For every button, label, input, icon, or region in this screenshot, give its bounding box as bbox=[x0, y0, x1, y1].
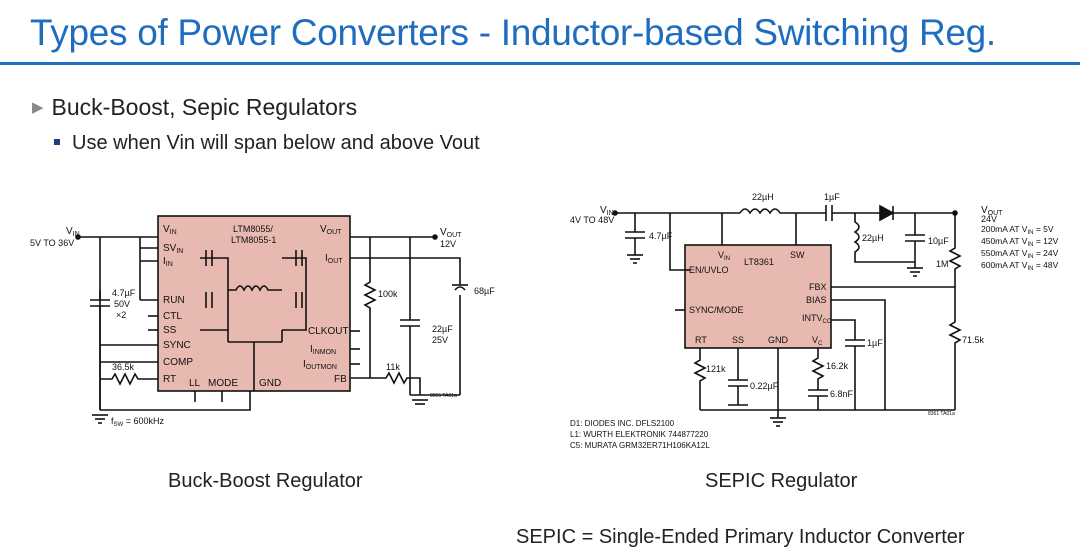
sp-load-4: 600mA AT VIN = 48V bbox=[981, 260, 1059, 272]
bb-r-fb-top: 100k bbox=[378, 289, 398, 299]
bb-pin-iin: IIN bbox=[163, 256, 173, 268]
bb-pin-svin: SVIN bbox=[163, 243, 183, 255]
sp-c-in: 4.7µF bbox=[649, 231, 673, 241]
sp-r-comp: 16.2k bbox=[826, 361, 849, 371]
sp-load-2: 450mA AT VIN = 12V bbox=[981, 236, 1059, 248]
sp-pin-vin: VIN bbox=[718, 250, 730, 262]
bb-pin-iout: IOUT bbox=[325, 253, 343, 265]
slide-title: Types of Power Converters - Inductor-bas… bbox=[30, 12, 996, 53]
sp-r-rt: 121k bbox=[706, 364, 726, 374]
sp-c-ss: 0.22µF bbox=[750, 381, 779, 391]
bb-chip-name-1: LTM8055/ bbox=[233, 224, 273, 234]
bullet-square-icon bbox=[54, 139, 60, 145]
bb-vout-value: 12V bbox=[440, 239, 456, 249]
bb-fsw: fSW = 600kHz bbox=[111, 416, 164, 428]
bb-cin-value: 4.7µF bbox=[112, 288, 136, 298]
sp-pin-gnd: GND bbox=[768, 335, 789, 345]
bb-pin-ss: SS bbox=[163, 325, 177, 336]
sp-pin-sync: SYNC/MODE bbox=[689, 305, 744, 315]
sp-fig-id: 8361 TA01a bbox=[928, 411, 955, 417]
sp-l2: 22µH bbox=[862, 233, 884, 243]
sp-pin-rt: RT bbox=[695, 335, 707, 345]
sp-vin-label: VIN bbox=[600, 205, 614, 217]
sp-c-comp: 6.8nF bbox=[830, 389, 854, 399]
bb-cin-voltage: 50V bbox=[114, 299, 130, 309]
sp-vin-range: 4V TO 48V bbox=[570, 215, 614, 225]
bb-pin-run: RUN bbox=[163, 295, 185, 306]
bb-cout-voltage: 25V bbox=[432, 335, 448, 345]
caption-sepic: SEPIC Regulator bbox=[705, 470, 858, 492]
bb-cout-value: 22µF bbox=[432, 324, 453, 334]
sp-pin-en: EN/UVLO bbox=[689, 265, 729, 275]
bb-pin-ioutmon: IOUTMON bbox=[303, 359, 337, 371]
ltm8055-chip bbox=[157, 215, 351, 392]
sp-load-3: 550mA AT VIN = 24V bbox=[981, 248, 1059, 260]
bb-pin-vout: VOUT bbox=[320, 224, 342, 236]
bb-pin-vin: VIN bbox=[163, 224, 177, 236]
sepic-footnote: SEPIC = Single-Ended Primary Inductor Co… bbox=[516, 526, 965, 548]
bb-chip-name-2: LTM8055-1 bbox=[231, 235, 276, 245]
bb-pin-comp: COMP bbox=[163, 357, 193, 368]
bb-pin-mode: MODE bbox=[208, 378, 238, 389]
sp-note-d1: D1: DIODES INC. DFLS2100 bbox=[570, 419, 675, 428]
bullet-sub: Use when Vin will span below and above V… bbox=[54, 132, 480, 155]
sp-chip-name: LT8361 bbox=[744, 257, 774, 267]
sp-c-couple: 1µF bbox=[824, 192, 840, 202]
sp-vout-label: VOUT bbox=[981, 205, 1003, 217]
bb-pin-iinmon: IINMON bbox=[310, 344, 336, 356]
bullet-main-text: Buck-Boost, Sepic Regulators bbox=[51, 94, 358, 120]
sp-pin-ss: SS bbox=[732, 335, 744, 345]
lt8361-chip bbox=[684, 244, 832, 349]
sp-r-top: 1M bbox=[936, 259, 949, 269]
bb-pin-rt: RT bbox=[163, 374, 176, 385]
bb-r-fb-bot: 11k bbox=[386, 362, 400, 372]
bb-pin-ctl: CTL bbox=[163, 311, 182, 322]
bullet-sub-text: Use when Vin will span below and above V… bbox=[72, 132, 480, 154]
bb-pin-ll: LL bbox=[189, 378, 201, 389]
bb-r-rt: 36.5k bbox=[112, 362, 135, 372]
bullet-arrow-icon: ▶ bbox=[32, 99, 44, 116]
bb-pin-gnd: GND bbox=[259, 378, 281, 389]
bb-pin-fb: FB bbox=[334, 374, 347, 385]
sp-vout-value: 24V bbox=[981, 214, 997, 224]
sp-load-1: 200mA AT VIN = 5V bbox=[981, 224, 1054, 236]
bb-cin-count: ×2 bbox=[116, 310, 126, 320]
bb-vin-range: 5V TO 36V bbox=[30, 238, 74, 248]
sp-note-c5: C5: MURATA GRM32ER71H106KA12L bbox=[570, 441, 710, 450]
bullet-main: ▶ Buck-Boost, Sepic Regulators bbox=[32, 94, 357, 121]
bb-pin-sync: SYNC bbox=[163, 340, 191, 351]
bb-fig-id: 8055 TA01a bbox=[430, 393, 457, 399]
bb-vout-label: VOUT bbox=[440, 227, 462, 239]
sp-pin-intv: INTVCC bbox=[802, 313, 832, 325]
bb-vin-label: VIN bbox=[66, 226, 80, 238]
sp-r-bot: 71.5k bbox=[962, 335, 985, 345]
sp-l1: 22µH bbox=[752, 192, 774, 202]
sp-pin-fbx: FBX bbox=[809, 282, 827, 292]
bb-pin-clkout: CLKOUT bbox=[308, 326, 349, 337]
sp-pin-sw: SW bbox=[790, 250, 805, 260]
bb-cout-big: 68µF bbox=[474, 286, 495, 296]
sp-c-out: 10µF bbox=[928, 236, 949, 246]
title-underline bbox=[0, 62, 1080, 65]
sp-note-l1: L1: WURTH ELEKTRONIK 744877220 bbox=[570, 430, 709, 439]
sp-c-intv: 1µF bbox=[867, 338, 883, 348]
caption-buck-boost: Buck-Boost Regulator bbox=[168, 470, 363, 492]
sp-pin-bias: BIAS bbox=[806, 295, 827, 305]
sp-pin-vc: VC bbox=[812, 335, 823, 347]
